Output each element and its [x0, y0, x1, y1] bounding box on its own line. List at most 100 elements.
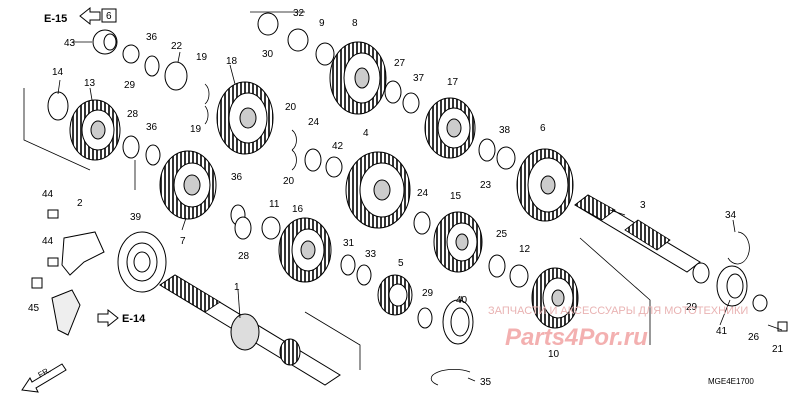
label-16: 16 [292, 204, 304, 215]
label-41: 41 [716, 326, 728, 337]
washer-27 [384, 80, 402, 104]
gear-6 [516, 148, 574, 222]
gear-18 [216, 81, 274, 155]
gear-13 [69, 99, 121, 161]
label-13: 13 [84, 78, 96, 89]
label-11: 11 [269, 199, 280, 210]
label-35: 35 [480, 377, 492, 388]
label-24a: 24 [308, 117, 320, 128]
washer-24a [304, 148, 322, 172]
label-32: 32 [293, 8, 305, 19]
bushing-9 [315, 42, 335, 66]
washer-30 [257, 12, 279, 36]
stopper-plate [31, 209, 788, 336]
label-22: 22 [171, 41, 183, 52]
label-27: 27 [394, 58, 406, 69]
label-28b: 28 [238, 251, 250, 262]
ring-36a [144, 55, 160, 77]
ring-36b [145, 144, 161, 166]
diagram-code: MGE4E1700 [708, 377, 754, 386]
label-9: 9 [319, 18, 325, 29]
bearing-43 [92, 29, 118, 55]
watermark-top: ЗАПЧАСТИ И АКСЕССУАРЫ ДЛЯ МОТОТЕХНИКИ [488, 305, 748, 317]
washer-29c [692, 262, 710, 284]
washer-22 [164, 61, 188, 91]
bushing-11 [261, 216, 281, 240]
label-20b: 20 [283, 176, 295, 187]
arrow-right-icon [97, 308, 119, 328]
washer-26 [752, 294, 768, 312]
washer-32 [287, 28, 309, 52]
label-10: 10 [548, 349, 560, 360]
gear-10 [531, 267, 579, 329]
label-12: 12 [519, 244, 531, 255]
ref-e14[interactable]: E-14 [97, 308, 146, 328]
label-8: 8 [352, 18, 358, 29]
label-20a: 20 [285, 102, 297, 113]
label-37: 37 [413, 73, 425, 84]
label-44b: 44 [42, 236, 54, 247]
label-34: 34 [725, 210, 737, 221]
label-28a: 28 [127, 109, 139, 120]
bearing-37 [402, 92, 420, 114]
label-31: 31 [343, 238, 355, 249]
label-36c: 36 [231, 172, 243, 183]
ref-e14-label: E-14 [122, 313, 146, 325]
label-2: 2 [77, 198, 83, 209]
front-indicator: FR. [21, 363, 67, 393]
bolt-21 [777, 321, 788, 332]
label-14: 14 [52, 67, 64, 78]
label-24b: 24 [417, 188, 429, 199]
snap-ring-35 [430, 368, 471, 386]
label-36a: 36 [146, 32, 158, 43]
gear-15 [433, 211, 483, 273]
label-4: 4 [363, 128, 369, 139]
label-19b: 19 [190, 124, 202, 135]
bolt-44a [47, 209, 59, 219]
gear-7 [159, 150, 217, 220]
snap-ring-20a [291, 129, 297, 151]
label-29c: 29 [686, 302, 698, 313]
snap-ring-19b [204, 105, 209, 125]
label-3: 3 [640, 200, 646, 211]
snap-ring-19a [204, 83, 210, 105]
bearing-42 [325, 156, 343, 178]
countershaft-part[interactable] [574, 194, 701, 273]
label-29a: 29 [124, 80, 136, 91]
washer-25 [488, 254, 506, 278]
snap-ring-34 [727, 231, 750, 265]
label-26: 26 [748, 332, 760, 343]
ref-e15[interactable]: E-15 6 [44, 6, 117, 26]
washer-29a [122, 44, 140, 64]
gears [69, 41, 579, 329]
bracket-lines [23, 11, 651, 370]
label-19a: 19 [196, 52, 208, 63]
washer-28a [122, 135, 140, 159]
label-44a: 44 [42, 189, 54, 200]
arrow-left-icon [79, 6, 101, 26]
label-5: 5 [398, 258, 404, 269]
label-17: 17 [447, 77, 459, 88]
label-25: 25 [496, 229, 508, 240]
ring-31 [340, 254, 356, 276]
mainshaft-part[interactable] [159, 274, 341, 386]
label-23: 23 [480, 180, 492, 191]
gear-16 [278, 217, 332, 283]
label-36b: 36 [146, 122, 158, 133]
gear-17 [424, 97, 476, 159]
snap-ring-20b [291, 149, 297, 171]
watermark: ЗАПЧАСТИ И АКСЕССУАРЫ ДЛЯ МОТОТЕХНИКИ Pa… [488, 305, 748, 351]
label-6: 6 [540, 123, 546, 134]
washer-24b [413, 211, 431, 235]
label-33: 33 [365, 249, 377, 260]
gear-4 [345, 151, 411, 229]
label-15: 15 [450, 191, 462, 202]
washer-23 [478, 138, 496, 162]
label-45: 45 [28, 303, 40, 314]
label-30: 30 [262, 49, 274, 60]
bolt-44b [47, 257, 59, 267]
bearing-39 [117, 231, 167, 293]
label-43: 43 [64, 38, 76, 49]
